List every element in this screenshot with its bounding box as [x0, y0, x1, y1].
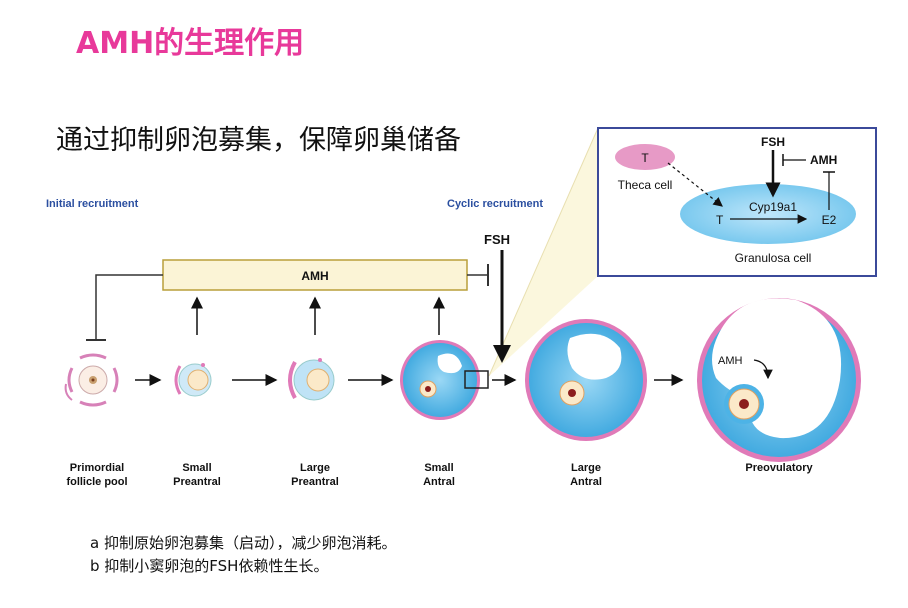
- stage-label-line1: Large: [300, 462, 330, 474]
- stage-label-line2: Antral: [570, 476, 602, 488]
- footnote-a: a 抑制原始卵泡募集（启动），减少卵泡消耗。: [90, 534, 397, 552]
- large-antral-follicle: [525, 319, 647, 441]
- stage-label-line1: Large: [571, 462, 601, 474]
- theca-t-label: T: [641, 151, 649, 165]
- enzyme-label: Cyp19a1: [749, 200, 797, 214]
- amh-follicle-label: AMH: [718, 355, 743, 367]
- stage-label-line2: follicle pool: [66, 476, 127, 488]
- granulosa-cell-label: Granulosa cell: [735, 251, 812, 265]
- inset-fsh-label: FSH: [761, 135, 785, 149]
- stage-label-line1: Primordial: [70, 462, 124, 474]
- e2-label: E2: [822, 213, 837, 227]
- primordial-follicle: [64, 353, 119, 407]
- small-preantral-follicle: [174, 363, 212, 397]
- stage-label-line2: Preantral: [291, 476, 339, 488]
- fsh-label: FSH: [484, 232, 510, 247]
- small-antral-follicle: [400, 340, 489, 420]
- large-preantral-follicle: [288, 358, 335, 401]
- initial-recruitment-label: Initial recruitment: [46, 198, 139, 210]
- page-title: AMH的生理作用: [76, 26, 305, 61]
- stage-label-line1: Preovulatory: [745, 462, 813, 474]
- page-subtitle: 通过抑制卵泡募集，保障卵巢储备: [56, 125, 461, 156]
- cyclic-recruitment-label: Cyclic recruitment: [447, 198, 543, 210]
- stage-label-line2: Antral: [423, 476, 455, 488]
- amh-inhibit-primordial: [95, 274, 163, 340]
- zoom-box: [464, 370, 489, 389]
- inset-amh-label: AMH: [810, 153, 837, 167]
- preovulatory-follicle: AMH: [697, 298, 861, 462]
- theca-cell: [615, 144, 675, 170]
- stage-label-line1: Small: [424, 462, 453, 474]
- stage-label-line1: Small: [182, 462, 211, 474]
- granulosa-t-label: T: [716, 213, 724, 227]
- stage-label-line2: Preantral: [173, 476, 221, 488]
- granulosa-inset: T Theca cell FSH AMH T Cyp19a1 E2 Granul…: [597, 127, 877, 277]
- theca-cell-label: Theca cell: [618, 178, 673, 192]
- granulosa-cell: [680, 184, 856, 244]
- amh-bar-label: AMH: [301, 269, 328, 283]
- footnote-b: b 抑制小窦卵泡的FSH依赖性生长。: [90, 557, 329, 575]
